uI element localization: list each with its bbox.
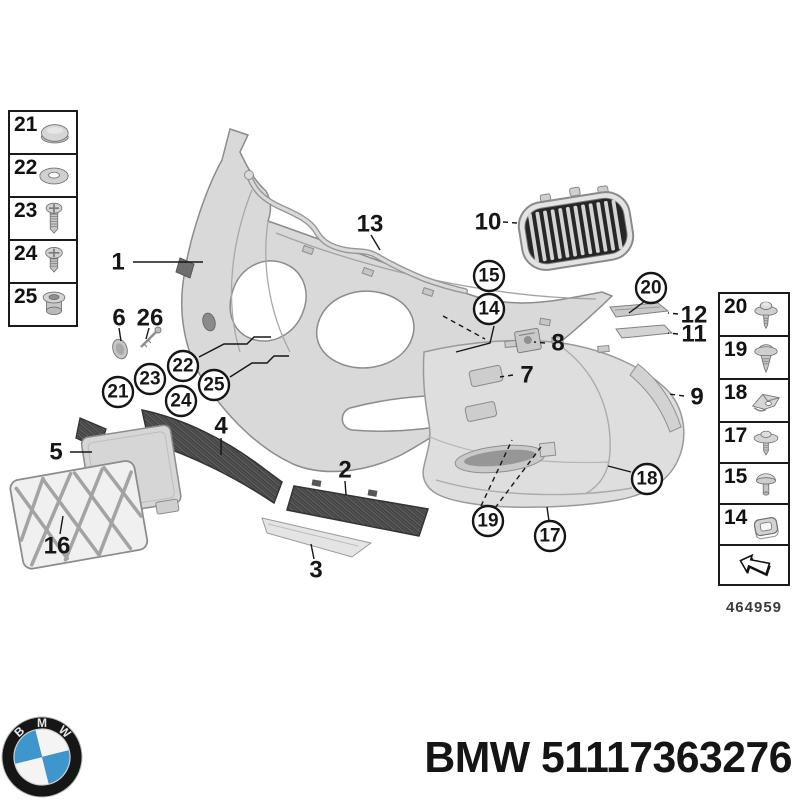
fastener-legend-left: 21 22 23 24 (8, 110, 78, 327)
washer-icon (39, 167, 69, 184)
legend-number: 17 (724, 424, 748, 447)
legend-box-20: 20 (718, 292, 790, 337)
short-screw-icon (45, 246, 63, 273)
callout-circle-17: 17 (533, 519, 567, 553)
callout-8: 8 (551, 330, 564, 357)
legend-number: 21 (14, 113, 38, 136)
callout-circle-22: 22 (166, 349, 200, 383)
part-number-text: BMW 51117363276 (424, 733, 792, 782)
circled-callouts: 14 15 17 18 19 20 21 22 23 24 25 (101, 259, 668, 553)
legend-number: 24 (14, 242, 38, 265)
legend-box-24: 24 (8, 239, 78, 284)
legend-number: 25 (14, 285, 38, 308)
callout-1: 1 (111, 249, 124, 276)
kidney-grille (517, 185, 635, 271)
callout-7: 7 (520, 362, 533, 389)
cover-cap-icon (41, 123, 69, 143)
legend-box-15: 15 (718, 462, 790, 505)
leader-lines (59, 221, 685, 560)
callout-2: 2 (338, 457, 351, 484)
svg-text:18: 18 (636, 469, 657, 490)
callout-circle-21: 21 (101, 375, 135, 409)
legend-box-18: 18 (718, 378, 790, 423)
direction-arrow-icon (739, 553, 771, 577)
wheel-arch-strip-9 (629, 363, 682, 433)
svg-text:17: 17 (539, 526, 560, 547)
svg-text:24: 24 (170, 391, 192, 412)
svg-text:15: 15 (478, 266, 500, 287)
callout-9: 9 (690, 384, 703, 411)
legend-number: 15 (724, 465, 748, 488)
callout-6: 6 (112, 305, 125, 332)
callout-12: 12 (681, 302, 708, 329)
bracket-8 (514, 327, 542, 354)
callout-3: 3 (309, 557, 322, 584)
callout-circle-14: 14 (472, 292, 506, 326)
legend-number: 18 (724, 381, 748, 404)
svg-text:20: 20 (640, 278, 661, 299)
blind-rivet-icon (756, 472, 776, 495)
callout-26: 26 (137, 305, 164, 332)
svg-text:25: 25 (203, 375, 225, 396)
washer-hose (244, 170, 468, 294)
legend-box-21: 21 (8, 110, 78, 155)
callout-16: 16 (44, 533, 71, 560)
fastener-legend-right: 20 19 18 (718, 292, 790, 586)
lattice-carrier-16 (9, 460, 149, 570)
svg-text:22: 22 (172, 356, 193, 377)
legend-number: 19 (724, 338, 748, 361)
callout-circle-15: 15 (472, 259, 506, 293)
legend-box-23: 23 (8, 196, 78, 241)
trim-strip-11 (615, 324, 674, 339)
figure-code: 464959 (725, 599, 783, 616)
callout-4: 4 (214, 413, 228, 440)
screw-with-washer-icon (754, 301, 778, 329)
expanding-rivet-icon (754, 343, 778, 373)
logo-letter-m: M (37, 716, 47, 730)
square-grommet-icon (753, 516, 779, 539)
cap-6 (112, 338, 128, 360)
legend-number: 22 (14, 156, 38, 179)
legend-box-25: 25 (8, 282, 78, 327)
screw-26 (140, 326, 162, 348)
callout-11: 11 (681, 321, 706, 348)
bumper-front-corner-view (422, 335, 685, 508)
trim-strip-12 (609, 302, 670, 318)
legend-number: 14 (724, 506, 748, 529)
legend-box-arrow (718, 544, 790, 586)
legend-box-14: 14 (718, 503, 790, 546)
svg-text:23: 23 (139, 369, 160, 390)
exploded-diagram: 1 2 3 4 5 6 7 8 9 10 11 12 13 16 26 14 1… (9, 128, 708, 584)
svg-text:21: 21 (107, 382, 129, 403)
svg-text:14: 14 (478, 299, 500, 320)
side-mesh-grille-2 (286, 479, 429, 537)
callout-13: 13 (357, 211, 384, 238)
legend-box-17: 17 (718, 421, 790, 464)
plain-callouts: 1 2 3 4 5 6 7 8 9 10 11 12 13 16 26 (44, 209, 708, 584)
callout-circle-19: 19 (471, 504, 505, 538)
callout-circle-24: 24 (164, 384, 198, 418)
callout-circle-23: 23 (133, 362, 167, 396)
callout-circle-18: 18 (630, 462, 664, 496)
bmw-roundel-logo: B M W (1, 716, 83, 798)
legend-box-19: 19 (718, 335, 790, 380)
callout-circle-25: 25 (197, 368, 231, 402)
callout-circle-20: 20 (634, 271, 668, 305)
svg-text:19: 19 (477, 511, 498, 532)
flange-screw-icon (753, 430, 779, 456)
legend-number: 20 (724, 295, 748, 318)
long-screw-icon (45, 202, 63, 234)
legend-number: 23 (14, 199, 38, 222)
callout-5: 5 (49, 439, 62, 466)
callout-10: 10 (475, 209, 502, 236)
threaded-sleeve-icon (42, 291, 66, 315)
metal-clamp-icon (751, 393, 780, 412)
legend-box-22: 22 (8, 153, 78, 198)
trim-strip-3 (261, 517, 373, 558)
